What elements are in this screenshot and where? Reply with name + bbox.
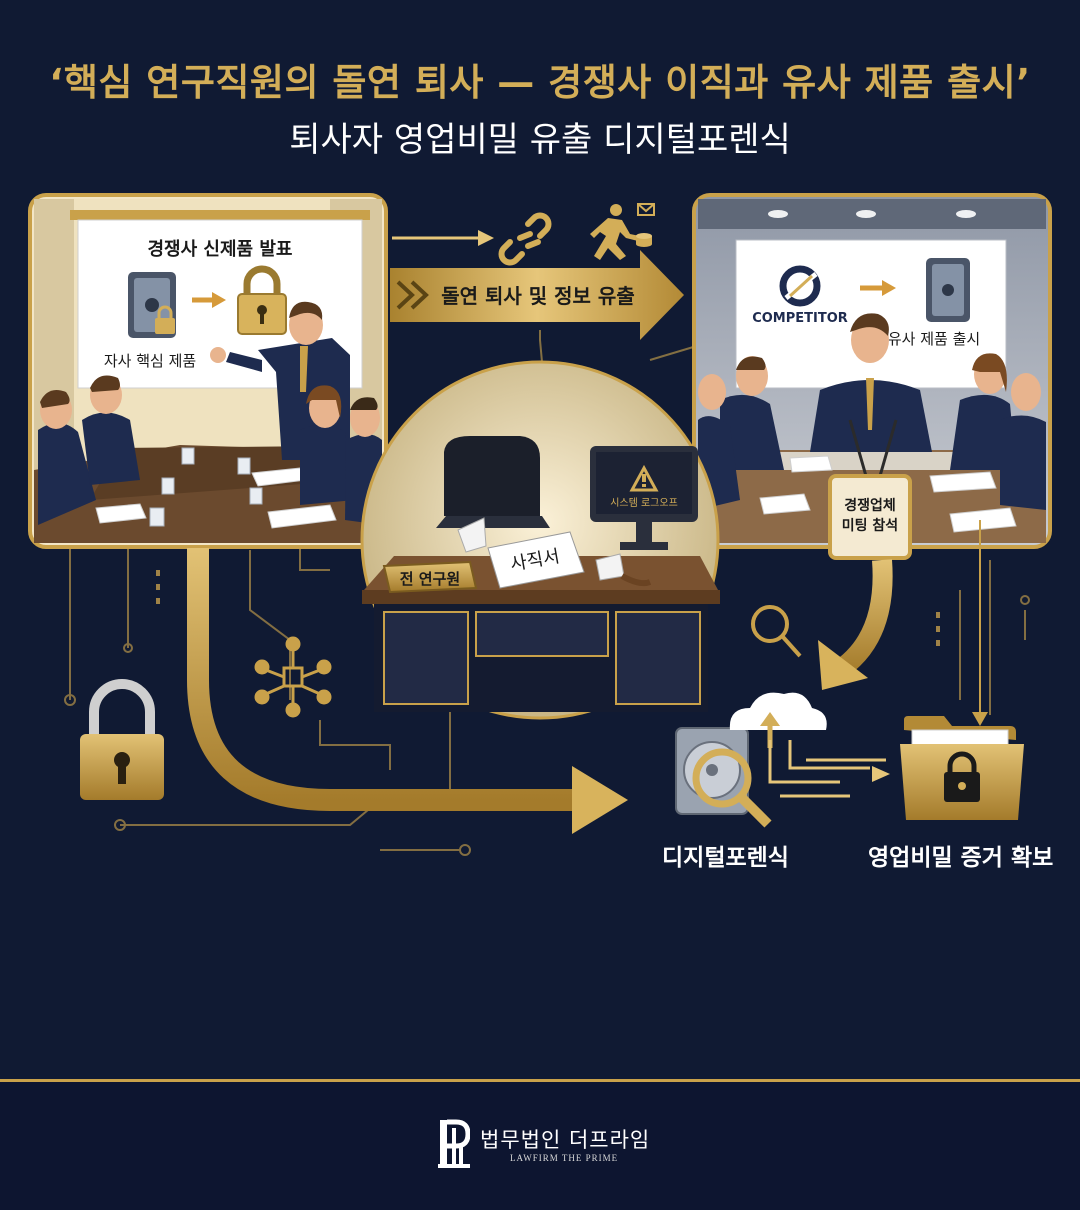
left-screen-title: 경쟁사 신제품 발표 (147, 239, 292, 260)
brand-logo-icon (438, 1119, 470, 1168)
center-desk-scene: 시스템 로그오프 전 연구원 사직서 (360, 360, 720, 720)
right-meeting-panel: COMPETITOR 유사 제품 출시 (692, 193, 1052, 560)
running-person-icon (590, 203, 655, 260)
network-icon (254, 636, 332, 718)
forensics-label: 디지털포렌식 (662, 845, 789, 871)
meeting-badge (828, 474, 912, 560)
cloud-upload-icon (729, 692, 827, 748)
lock-icon (237, 265, 287, 335)
competitor-logo-text: COMPETITOR (752, 311, 848, 326)
footer (0, 1082, 1080, 1210)
flow-arrow-bottom (187, 548, 628, 834)
page-subtitle: 퇴사자 영업비밀 유출 디지털포렌식 (289, 120, 791, 160)
brand-name-english: LAWFIRM THE PRIME (510, 1153, 619, 1163)
badge-line1: 경쟁업체 (844, 497, 896, 514)
meeting-attendees (38, 375, 382, 525)
padlock-icon (80, 679, 164, 800)
warning-icon (629, 464, 659, 492)
left-product-label: 자사 핵심 제품 (104, 352, 196, 370)
monitor-text: 시스템 로그오프 (610, 497, 678, 509)
flow-banner-arrow (390, 250, 684, 340)
magnifier-icon (751, 605, 802, 658)
nameplate (382, 560, 478, 594)
flow-arrow-top: 돌연 퇴사 및 정보 유출 (390, 203, 684, 340)
page-title: ‘핵심 연구직원의 돌연 퇴사 — 경쟁사 이직과 유사 제품 출시’ (49, 61, 1031, 104)
empty-chair-icon (444, 436, 540, 516)
illustration: 경쟁사 신제품 발표 자사 핵심 제품 (28, 193, 1052, 856)
brand-name-korean: 법무법인 더프라임 (480, 1128, 651, 1152)
competitor-logo-icon (779, 265, 821, 307)
nameplate-text: 전 연구원 (400, 570, 460, 588)
resignation-letter (487, 531, 585, 589)
badge-line2: 미팅 참석 (842, 517, 898, 534)
data-lines (768, 740, 886, 798)
flow-banner-text: 돌연 퇴사 및 정보 유출 (441, 284, 634, 308)
evidence-label: 영업비밀 증거 확보 (868, 845, 1054, 871)
left-meeting-panel: 경쟁사 신제품 발표 자사 핵심 제품 (28, 193, 388, 549)
secure-folder-icon (900, 716, 1024, 820)
right-product-label: 유사 제품 출시 (888, 330, 980, 348)
search-magnifier-icon (692, 748, 772, 828)
footer-divider (0, 1079, 1080, 1082)
broken-chain-icon (498, 212, 552, 266)
flow-arrow-right (818, 559, 893, 690)
